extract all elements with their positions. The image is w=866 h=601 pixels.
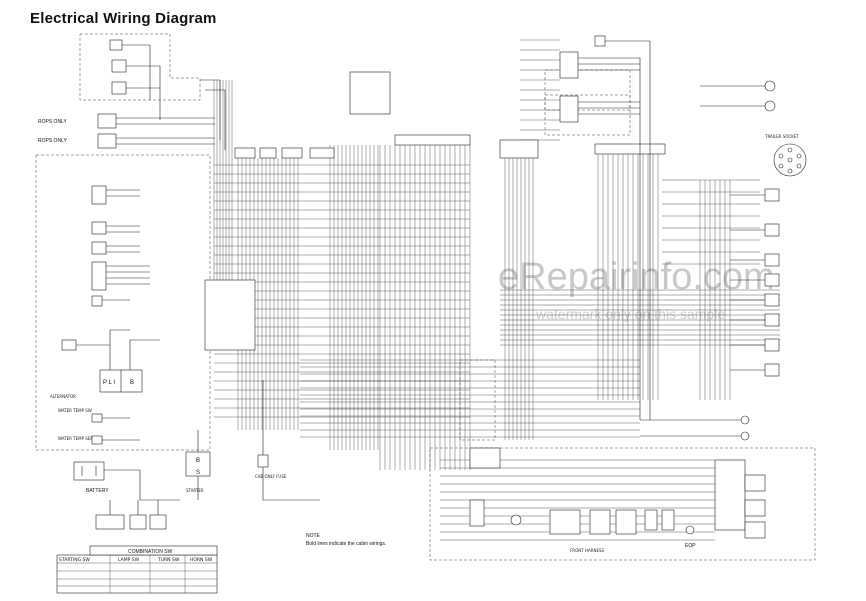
lamp-bulb (740, 431, 750, 441)
starter-b-label: B (196, 458, 200, 464)
rops-connectors (97, 113, 215, 149)
cab-only-fuse-label: CAB ONLY FUSE (255, 474, 287, 479)
top-right-components (559, 35, 776, 420)
combination-switch-table (56, 545, 218, 594)
front-harness-label: FRONT HARNESS (570, 548, 605, 553)
lamp-connector (764, 313, 780, 327)
lamp-bulb (740, 415, 750, 425)
starter-s-label: S (196, 470, 200, 476)
bottom-right-block (469, 459, 766, 539)
combination-sw-label: COMBINATION SW (128, 549, 173, 555)
water-temp-components (91, 413, 140, 445)
note-heading: NOTE (306, 533, 321, 539)
battery-block (73, 430, 211, 530)
trailer-socket (773, 143, 807, 177)
center-connectors (204, 71, 666, 469)
lamp-connector (764, 253, 780, 267)
note-text: Bold lines indicate the cabin wirings. (306, 541, 386, 547)
lamp-connector (764, 223, 780, 237)
turn-sw-label: TURN SW (157, 557, 180, 563)
alternator-pli-label: P L I (103, 380, 115, 386)
starter-label: STARTER (186, 488, 204, 493)
eop-label: EOP (685, 543, 696, 549)
alternator (99, 329, 160, 393)
lamp-connector (764, 363, 780, 377)
left-column-components (61, 185, 150, 351)
starting-sw-label: STARTING SW (59, 557, 90, 563)
trailer-socket-label: TRAILER SOCKET (764, 134, 799, 139)
top-left-block (109, 39, 226, 150)
watermark-notice: watermark only on this sample (535, 306, 725, 322)
lamp-sw-label: LAMP SW (118, 557, 140, 563)
lamp-connector (764, 273, 780, 287)
watermark-site: eRepairinfo.com (498, 256, 775, 298)
battery-label: BATTERY (86, 488, 109, 494)
horn-sw-label: HORN SW (190, 557, 213, 563)
cab-fuse (257, 380, 320, 501)
lamp-connector (764, 338, 780, 352)
alternator-b-label: B (130, 380, 134, 386)
water-temp-sw-label: WATER TEMP SW (58, 408, 92, 413)
page-title: Electrical Wiring Diagram (30, 10, 217, 27)
lamp-connector (764, 293, 780, 307)
rops-only-label-1: ROPS ONLY (38, 119, 67, 125)
alternator-label: ALTERNATOR (50, 394, 76, 399)
lamp-connector (764, 188, 780, 202)
rops-only-label-2: ROPS ONLY (38, 138, 67, 144)
right-lamps (640, 188, 780, 441)
water-temp-sensor-label: WATER TEMP SENSOR (58, 436, 102, 441)
